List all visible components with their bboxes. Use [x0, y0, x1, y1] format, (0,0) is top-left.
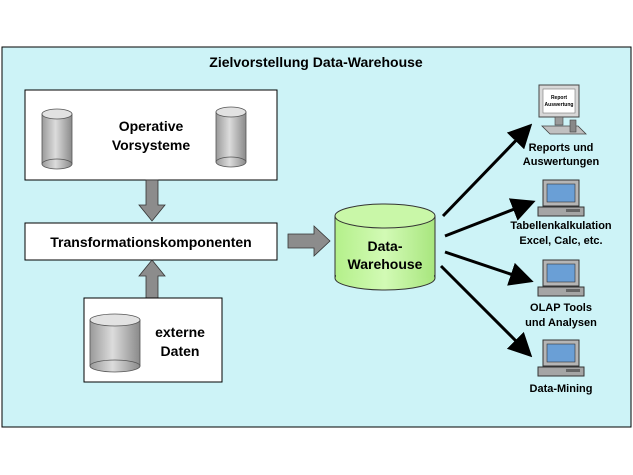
database-icon [215, 106, 247, 168]
transformation-label: Transformationskomponenten [50, 234, 251, 250]
reports-label-line2: Auswertungen [523, 156, 600, 168]
report-screen-line1: Report [551, 95, 567, 101]
computer-icon [537, 339, 585, 377]
computer-icon [537, 179, 585, 217]
reports-label-line1: Reports und [529, 142, 594, 154]
arrow-to-mining [439, 264, 533, 358]
arrow-to-reports [441, 123, 533, 218]
arrow-right-icon [287, 225, 331, 257]
transformation-box: Transformationskomponenten [24, 222, 278, 261]
external-label-line2: Daten [161, 343, 200, 359]
operative-label-line1: Operative [119, 118, 184, 134]
database-icon [89, 313, 141, 373]
spreadsheet-label-line1: Tabellenkalkulation [510, 220, 612, 232]
arrow-to-olap [444, 250, 534, 286]
data-warehouse-cylinder: Data- Warehouse [334, 203, 436, 291]
external-label-line1: externe [155, 324, 205, 340]
warehouse-label-line1: Data- [367, 238, 402, 254]
arrow-up-icon [138, 259, 166, 299]
external-data-box: externe Daten [83, 297, 223, 383]
spreadsheet-label-line2: Excel, Calc, etc. [519, 235, 602, 247]
operative-label-line2: Vorsysteme [112, 137, 191, 153]
arrow-to-spreadsheet [444, 198, 536, 238]
report-monitor-icon: Report Auswertung [538, 84, 587, 135]
arrow-down-icon [138, 179, 166, 222]
database-icon [41, 108, 73, 170]
diagram-title: Zielvorstellung Data-Warehouse [209, 54, 423, 70]
operative-systems-box: Operative Vorsysteme [24, 89, 278, 181]
olap-label-line2: und Analysen [525, 317, 597, 329]
report-screen-line2: Auswertung [545, 102, 574, 108]
computer-icon [537, 259, 585, 297]
warehouse-label-line2: Warehouse [348, 256, 423, 272]
mining-label-line1: Data-Mining [530, 383, 593, 395]
olap-label-line1: OLAP Tools [530, 302, 592, 314]
